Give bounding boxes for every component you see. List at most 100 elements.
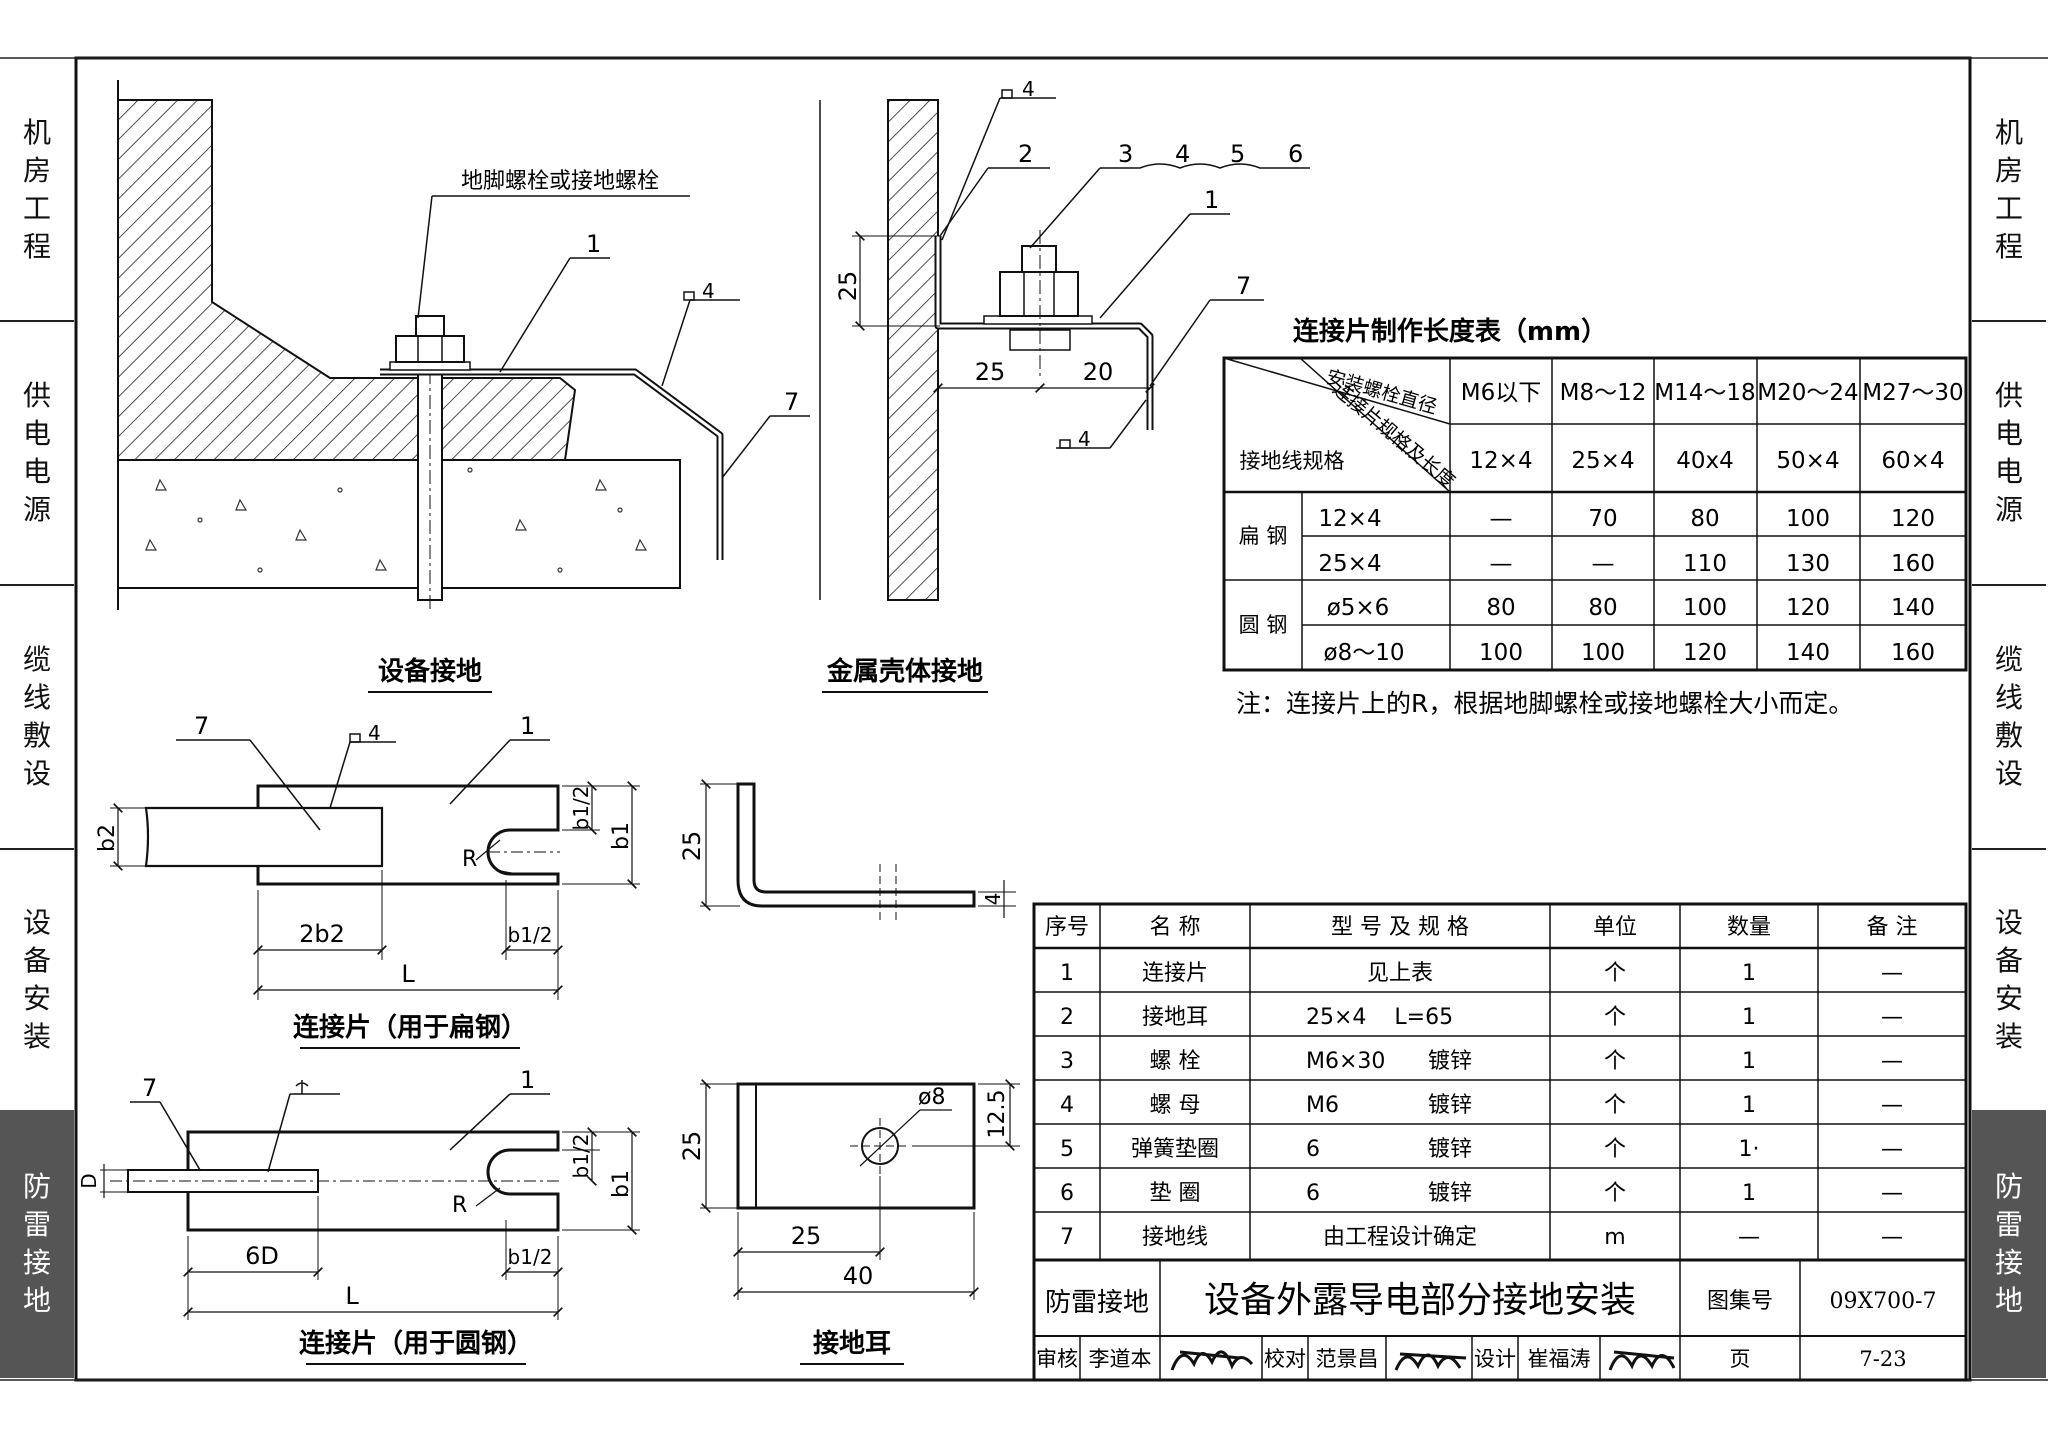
parts-row-name: 弹簧垫圈 (1131, 1137, 1219, 1162)
flat-steel-bar (144, 806, 384, 868)
parts-row-qty: 1 (1742, 1005, 1756, 1030)
parts-row-qty: 1 (1742, 1093, 1756, 1118)
radius-label: R (462, 847, 477, 872)
check-label: 校对 (1264, 1347, 1306, 1371)
side-tab-lightning-grounding-right[interactable]: 防雷接地 (1972, 1110, 2046, 1378)
parts-row-spec: 由工程设计确定 (1323, 1225, 1477, 1250)
side-tab-divider (1972, 584, 2046, 586)
parts-header-spec: 型 号 及 规 格 (1331, 915, 1469, 940)
side-tab-equipment-install-right[interactable]: 设备安装 (1994, 906, 2023, 1053)
design-label: 设计 (1474, 1347, 1516, 1371)
side-tab-divider (0, 848, 74, 850)
parts-row-note: — (1881, 1005, 1903, 1030)
parts-header-no: 序号 (1045, 915, 1089, 940)
parts-row-no: 1 (1060, 961, 1074, 986)
parts-row-finish: 镀锌 (1428, 1049, 1472, 1074)
bolt-size: M14～18 (1654, 380, 1755, 406)
view-title-grounding-ear: 接地耳 (813, 1329, 891, 1359)
length-cell: — (1490, 506, 1513, 532)
piece-spec: 50×4 (1776, 448, 1839, 474)
side-tab-lightning-grounding[interactable]: 防雷接地 (0, 1110, 74, 1378)
side-tab-divider (0, 320, 74, 322)
parts-row-finish: 镀锌 (1428, 1137, 1472, 1162)
length-cell: 120 (1891, 506, 1935, 532)
length-cell: 100 (1786, 506, 1830, 532)
parts-row-name: 接地线 (1142, 1225, 1208, 1250)
parts-row-no: 4 (1060, 1093, 1074, 1118)
length-cell: 80 (1486, 595, 1515, 621)
group-flat-steel: 扁 钢 (1239, 524, 1288, 548)
piece-spec: 25×4 (1571, 448, 1634, 474)
length-cell: 100 (1581, 640, 1625, 666)
side-tab-machine-room-right[interactable]: 机房工程 (1994, 116, 2023, 263)
side-tab-cabling-right[interactable]: 缆线敷设 (1994, 643, 2023, 790)
round-dim-b1-half-bottom: b1/2 (508, 1245, 553, 1269)
dim-L: L (401, 960, 415, 988)
parts-row-name: 螺 母 (1150, 1093, 1201, 1118)
parts-row-name: 接地耳 (1142, 1005, 1208, 1030)
flat-weld: 4 (368, 721, 381, 745)
parts-row-spec: 6 (1306, 1137, 1320, 1162)
page-number: 7-23 (1859, 1347, 1906, 1371)
parts-row-spec: 25×4 L=65 (1306, 1005, 1453, 1030)
parts-row-no: 3 (1060, 1049, 1074, 1074)
shell-weld-top: 4 (1022, 77, 1035, 101)
parts-row-spec: 6 (1306, 1181, 1320, 1206)
bolt-size: M27～30 (1862, 380, 1963, 406)
parts-row-no: 5 (1060, 1137, 1074, 1162)
length-cell: 160 (1891, 640, 1935, 666)
parts-row-name: 连接片 (1142, 961, 1208, 986)
length-cell: 140 (1786, 640, 1830, 666)
length-cell: 130 (1786, 551, 1830, 577)
ear-dim-12-5: 12.5 (985, 1090, 1010, 1139)
side-tab-equipment-install[interactable]: 设备安装 (22, 906, 51, 1053)
atlas-number: 09X700-7 (1829, 1289, 1936, 1314)
parts-row-unit: 个 (1604, 1049, 1626, 1074)
view-title-flat-steel-piece: 连接片（用于扁钢） (293, 1013, 527, 1043)
side-tab-power-supply[interactable]: 供电电源 (22, 379, 51, 526)
parts-row-qty: 1 (1742, 1049, 1756, 1074)
dim-b1-half-side: b1/2 (569, 786, 593, 831)
piece-spec: 40x4 (1676, 448, 1734, 474)
reviewer-name: 李道本 (1089, 1347, 1152, 1371)
piece-spec: 60×4 (1881, 448, 1944, 474)
parts-header-unit: 单位 (1593, 915, 1637, 940)
parts-header-name: 名 称 (1150, 915, 1201, 940)
parts-row-qty: 1· (1739, 1137, 1760, 1162)
round-radius-label: R (452, 1193, 467, 1218)
wire-spec: ø8～10 (1324, 640, 1405, 666)
title-block: 防雷接地 设备外露导电部分接地安装 图集号 09X700-7 审核 李道本 校对… (1032, 1258, 1968, 1382)
dim-D: D (77, 1173, 101, 1188)
parts-row-unit: 个 (1604, 1181, 1626, 1206)
parts-row-note: — (1881, 1093, 1903, 1118)
parts-row-unit: m (1604, 1225, 1625, 1250)
bolt-size: M8～12 (1560, 380, 1647, 406)
length-cell: — (1490, 551, 1513, 577)
ear-hole-label: ø8 (918, 1085, 945, 1110)
length-cell: 80 (1690, 506, 1719, 532)
ear-dim-40: 40 (843, 1262, 874, 1290)
shell-nut (999, 271, 1079, 317)
view-title-round-steel-piece: 连接片（用于圆钢） (299, 1329, 533, 1359)
weld-symbol: 4 (702, 279, 715, 303)
shell-dim-20: 20 (1083, 358, 1114, 386)
parts-row-name: 螺 栓 (1150, 1049, 1201, 1074)
parts-row-unit: 个 (1604, 1005, 1626, 1030)
length-cell: 80 (1588, 595, 1617, 621)
callout-1: 1 (586, 230, 601, 258)
length-cell: 160 (1891, 551, 1935, 577)
length-table-note: 注：连接片上的R，根据地脚螺栓或接地螺栓大小而定。 (1236, 689, 1853, 718)
wire-spec: ø5×6 (1327, 595, 1390, 621)
parts-row-unit: 个 (1604, 961, 1626, 986)
side-tab-cabling[interactable]: 缆线敷设 (22, 643, 51, 790)
atlas-label: 图集号 (1707, 1289, 1773, 1314)
length-cell: 70 (1588, 506, 1617, 532)
parts-row-unit: 个 (1604, 1093, 1626, 1118)
round-steel-piece-view: D 6D b1/2 L b1/2 b1 R 7 1 连接片（用于圆钢） (77, 1066, 640, 1365)
flat-callout-1: 1 (520, 712, 535, 740)
parts-row-note: — (1881, 1049, 1903, 1074)
review-label: 审核 (1036, 1347, 1078, 1371)
side-tab-power-supply-right[interactable]: 供电电源 (1994, 379, 2023, 526)
length-cell: 100 (1683, 595, 1727, 621)
side-tab-machine-room[interactable]: 机房工程 (22, 116, 51, 263)
